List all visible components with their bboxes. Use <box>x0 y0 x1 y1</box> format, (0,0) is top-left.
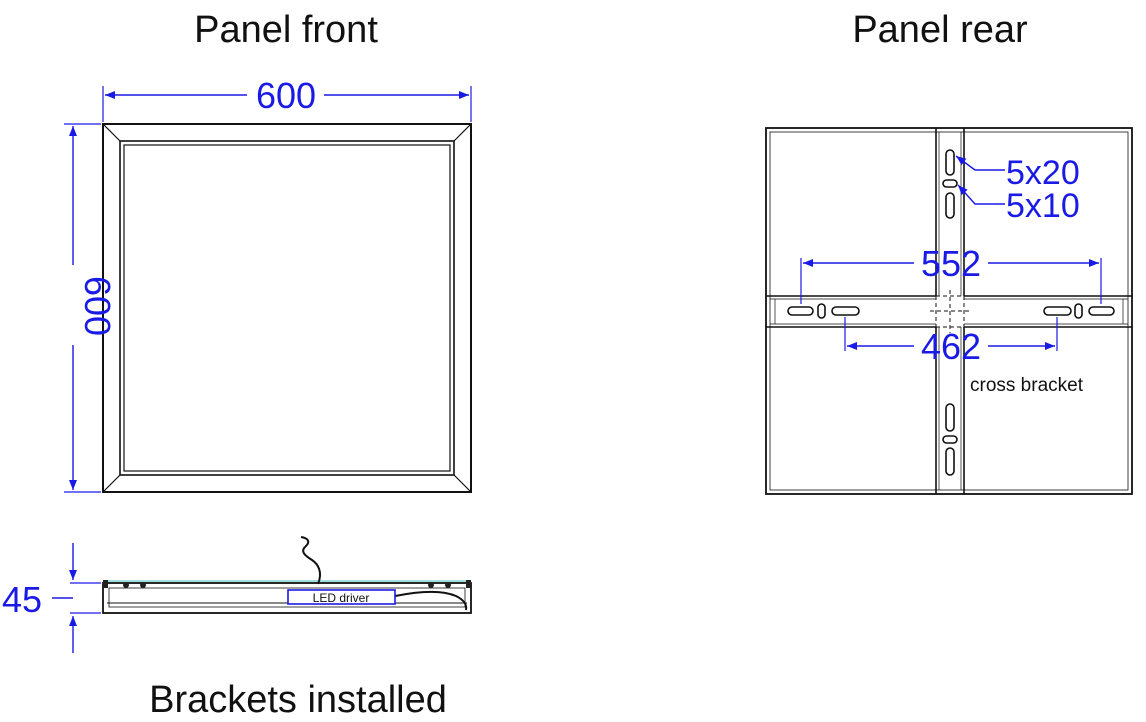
inner-span-value: 462 <box>921 326 981 367</box>
side-spring-clips <box>103 580 471 588</box>
front-height-value: 600 <box>77 276 118 336</box>
side-view-title: Brackets installed <box>149 679 447 721</box>
front-view-title: Panel front <box>194 9 378 51</box>
slot-small-callout: 5x10 <box>1006 187 1080 225</box>
rear-view-title: Panel rear <box>852 9 1028 51</box>
front-width-dimension: 600 <box>102 75 472 122</box>
cross-bracket-horizontal <box>766 295 1132 328</box>
front-outer-frame <box>102 123 472 493</box>
rear-outer-frame <box>765 127 1133 495</box>
side-power-cable <box>300 536 322 585</box>
rear-view: 5x20 5x10 552 462 cross bracket <box>765 127 1133 495</box>
front-frame-miters <box>102 123 472 493</box>
side-panel-body <box>102 582 472 614</box>
slot-large-callout: 5x20 <box>1006 154 1080 192</box>
slot-callouts: 5x20 5x10 <box>955 154 1080 225</box>
horizontal-mounting-slots <box>787 303 1115 319</box>
outer-span-value: 552 <box>921 243 981 284</box>
led-driver-box <box>287 589 396 605</box>
depth-dimension: 45 <box>2 543 101 653</box>
depth-value: 45 <box>2 579 42 620</box>
front-inner-frame <box>119 140 455 476</box>
led-driver-label: LED driver <box>313 591 370 605</box>
outer-span-dimension: 552 <box>800 243 1102 304</box>
inner-span-dimension: 462 <box>844 317 1058 367</box>
cross-bracket-label: cross bracket <box>970 375 1084 396</box>
side-driver-cable <box>394 590 468 611</box>
front-width-value: 600 <box>256 75 316 116</box>
side-inner-frame <box>108 587 466 608</box>
vertical-mounting-slots <box>942 149 958 476</box>
rear-inner-frame <box>769 131 1129 491</box>
front-height-dimension: 600 <box>64 123 118 493</box>
side-view: LED driver 45 <box>2 536 472 653</box>
bracket-overlap-hidden-lines <box>930 290 970 333</box>
front-light-area <box>123 144 451 472</box>
front-view: 600 600 <box>64 75 472 493</box>
